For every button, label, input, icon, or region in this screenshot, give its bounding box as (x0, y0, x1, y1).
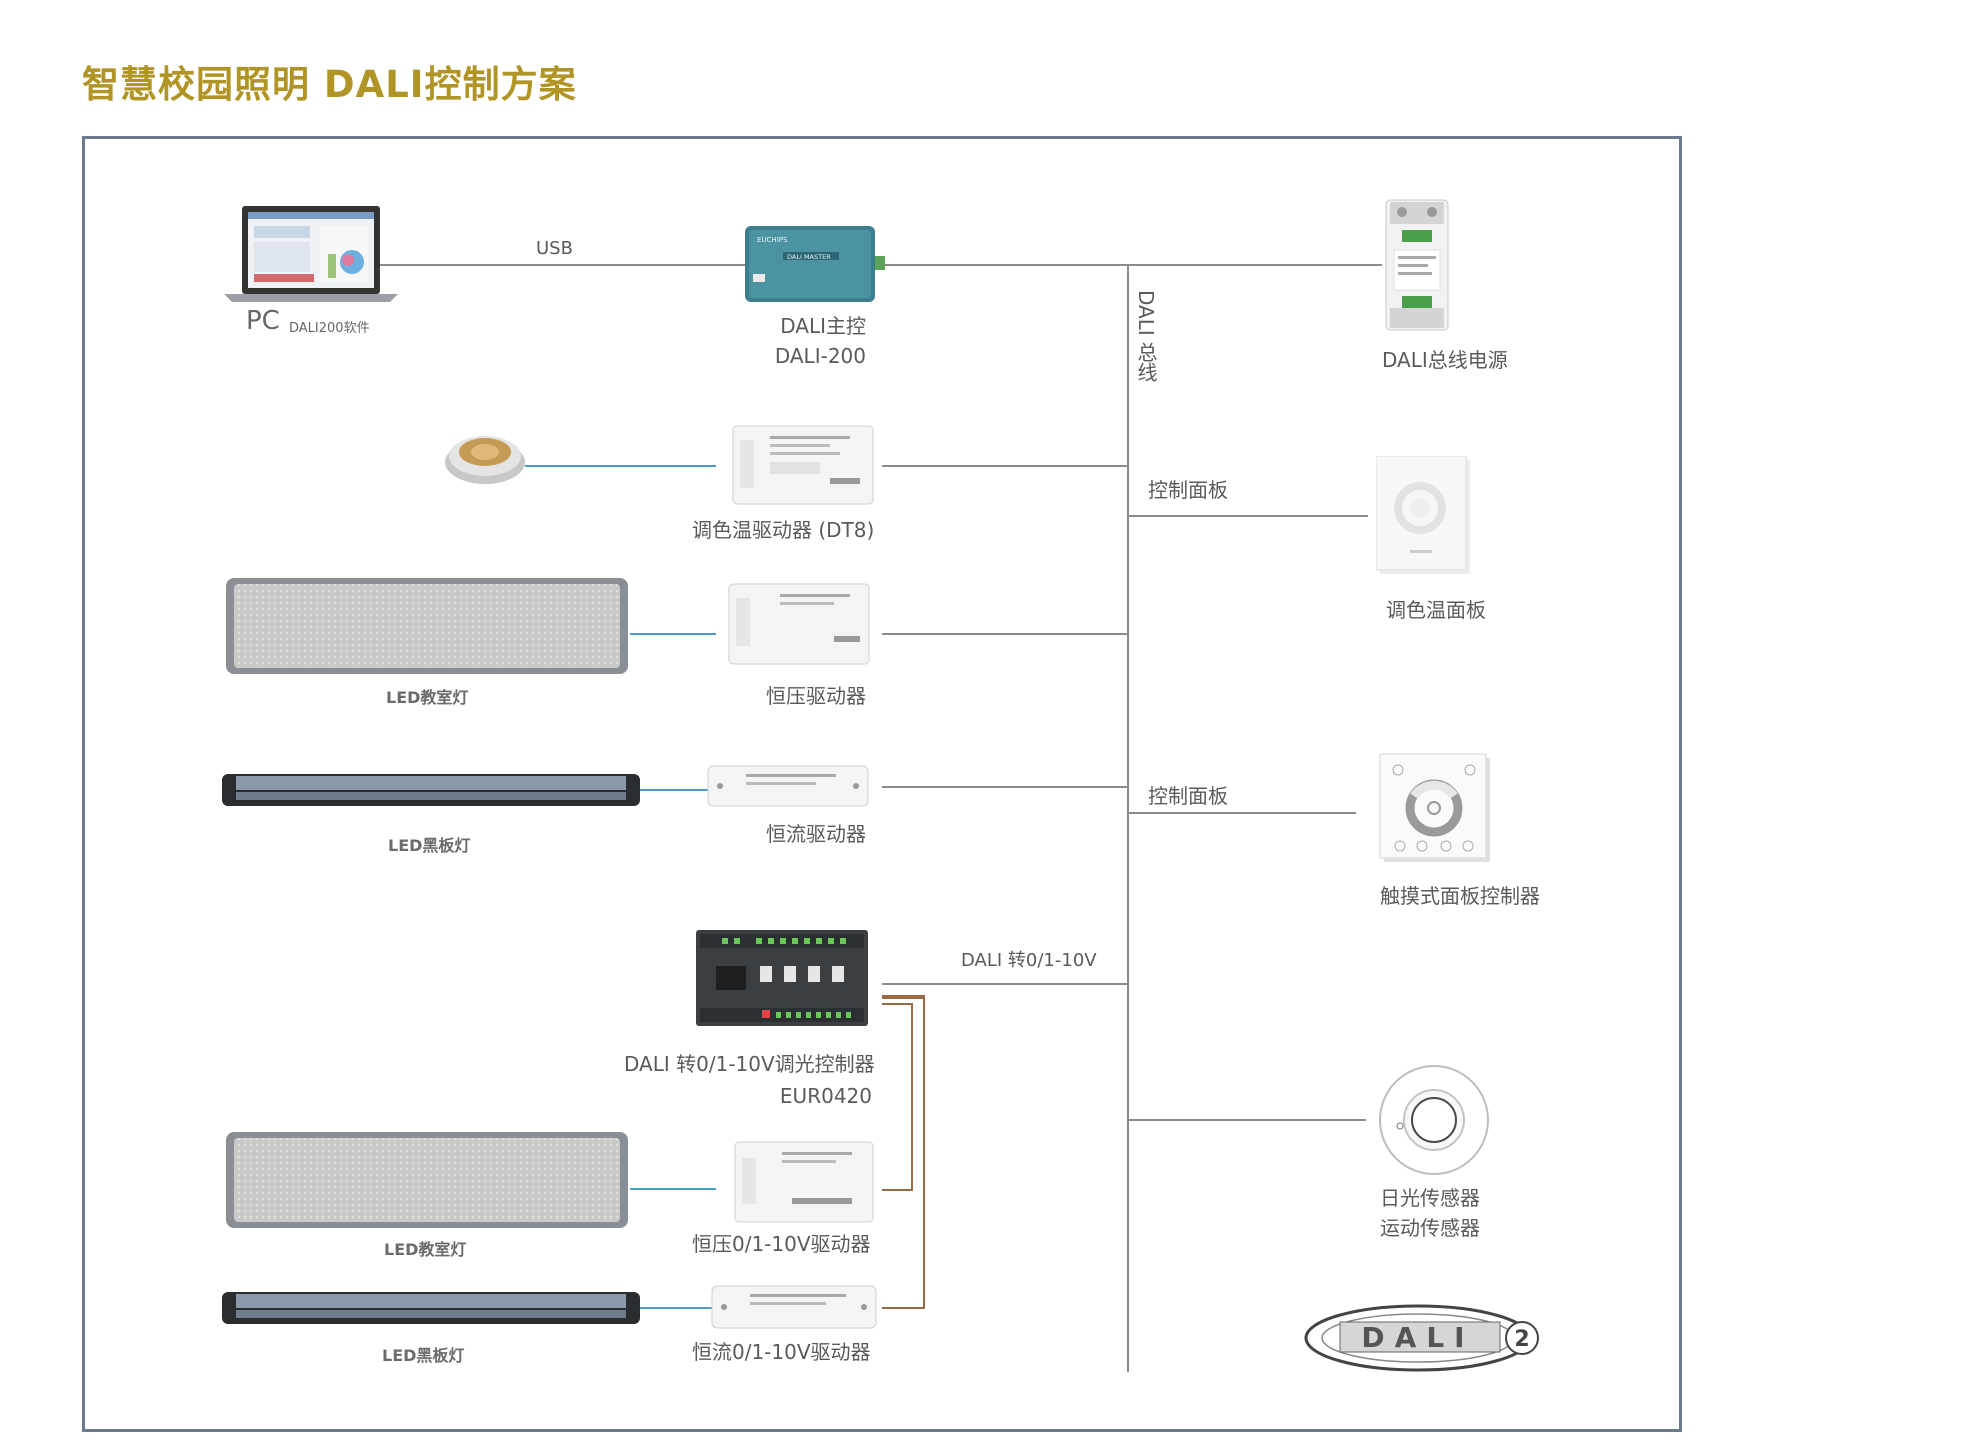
cv-010-driver-device (734, 1141, 874, 1223)
classroom-lamp-2-label: LED教室灯 (384, 1240, 467, 1259)
dali-bus-label: DALI 总线 (1134, 290, 1158, 383)
converter-model-label: EUR0420 (779, 1084, 872, 1108)
wire-010-cv (882, 1003, 913, 1191)
blackboard-lamp-1 (222, 774, 640, 806)
converter-device (696, 930, 868, 1026)
dali-logo-text: DALI (1361, 1321, 1474, 1354)
cc-010-driver-label: 恒流0/1-10V驱动器 (692, 1340, 871, 1364)
cv-010-driver-label: 恒压0/1-10V驱动器 (692, 1232, 871, 1256)
dali-logo-version: 2 (1514, 1327, 1529, 1352)
master-model-label: DALI-200 (774, 344, 866, 368)
cc-driver-device (707, 765, 869, 807)
dali-master-device: EUCHIPS DALI MASTER (745, 226, 885, 302)
master-brand-text: EUCHIPS (757, 236, 788, 244)
bus-power-device (1385, 199, 1449, 331)
blackboard-lamp-2-label: LED黑板灯 (382, 1346, 465, 1365)
master-device-text: DALI MASTER (787, 253, 831, 261)
dt8-driver-label: 调色温驱动器 (DT8) (692, 518, 875, 542)
cct-panel-label: 调色温面板 (1386, 598, 1486, 622)
page-title: 智慧校园照明 DALI控制方案 (82, 63, 577, 106)
sensor-label-1: 日光传感器 (1380, 1186, 1480, 1210)
master-name-label: DALI主控 (780, 314, 866, 338)
dali2-logo: DALI 2 (1304, 1304, 1539, 1372)
classroom-lamp-1 (226, 578, 628, 674)
blackboard-lamp-1-label: LED黑板灯 (388, 836, 471, 855)
laptop-icon (224, 206, 398, 302)
classroom-lamp-1-label: LED教室灯 (386, 688, 469, 707)
panel-link-label-1: 控制面板 (1148, 478, 1228, 502)
panel-link-label-2: 控制面板 (1148, 784, 1228, 808)
cct-panel-device (1376, 456, 1470, 574)
classroom-lamp-2 (226, 1132, 628, 1228)
sensor-label-2: 运动传感器 (1380, 1216, 1480, 1240)
touch-panel-label: 触摸式面板控制器 (1380, 884, 1540, 908)
bus-power-label: DALI总线电源 (1382, 348, 1508, 372)
cv-driver-device (728, 583, 870, 665)
diagram-frame (82, 136, 1682, 1432)
converter-name-label: DALI 转0/1-10V调光控制器 (624, 1052, 875, 1076)
converter-link-label: DALI 转0/1-10V (961, 950, 1097, 971)
usb-label: USB (536, 238, 573, 259)
cc-driver-label: 恒流驱动器 (766, 822, 866, 846)
sensor-device (1379, 1065, 1489, 1175)
wire-010-cc (882, 995, 925, 1309)
cc-010-driver-device (711, 1285, 877, 1329)
cv-driver-label: 恒压驱动器 (766, 684, 866, 708)
blackboard-lamp-2 (222, 1292, 640, 1324)
downlight-icon (445, 436, 525, 484)
dt8-driver-device (732, 425, 874, 505)
pc-label: PC (246, 306, 280, 336)
pc-software-label: DALI200软件 (289, 321, 370, 336)
touch-panel-device (1379, 753, 1490, 862)
